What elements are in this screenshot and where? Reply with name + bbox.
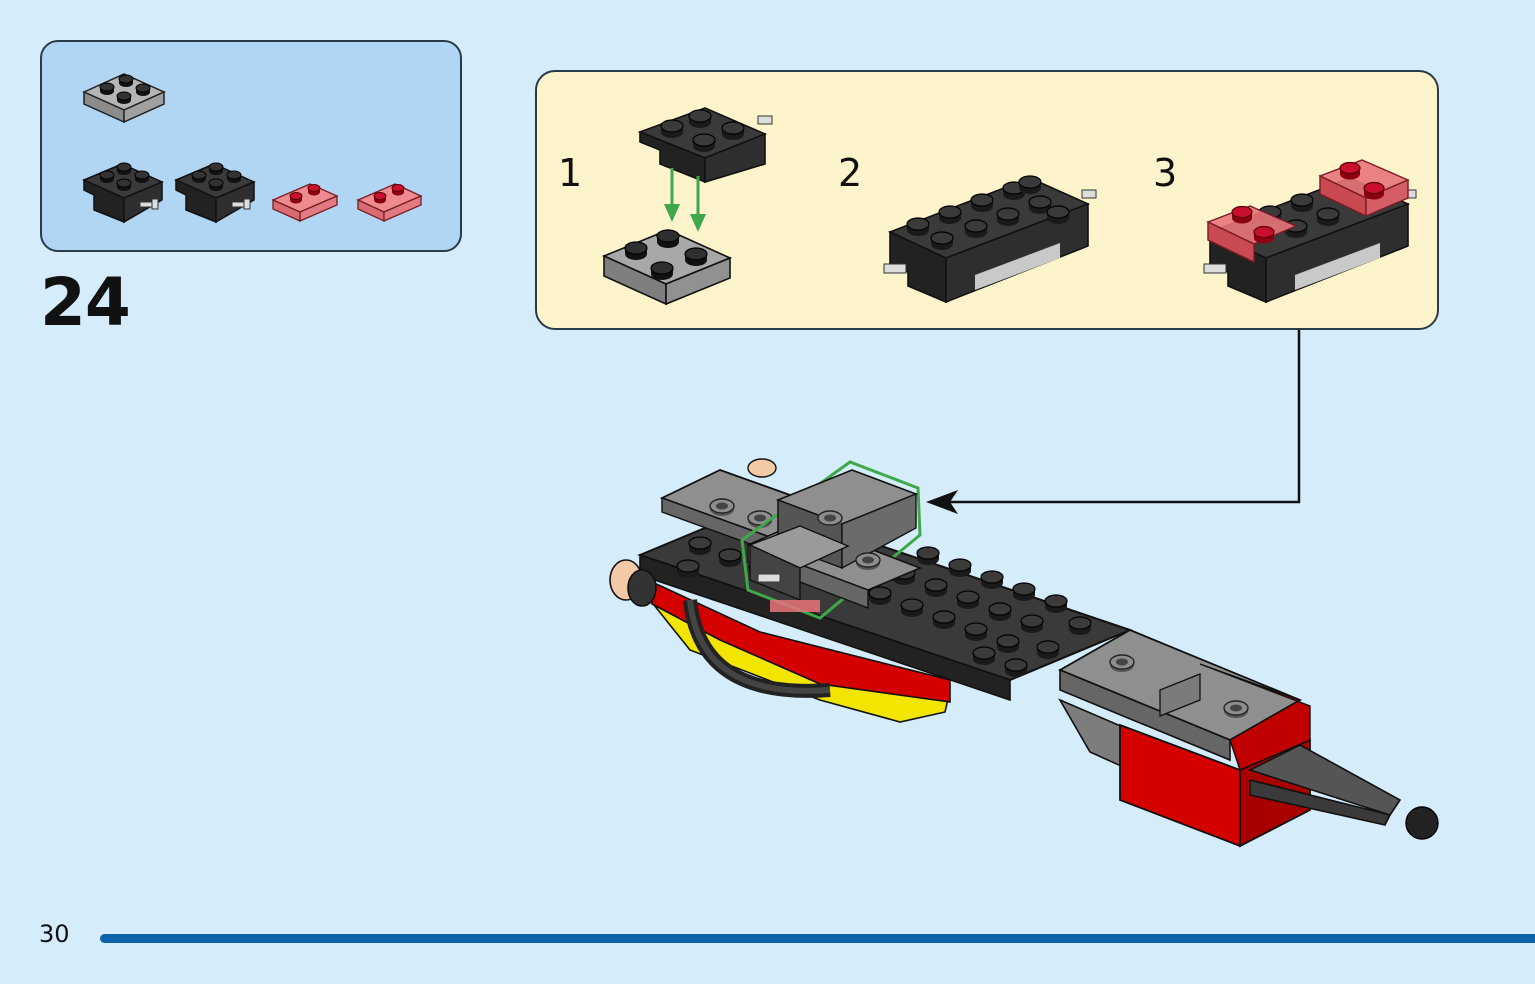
substep-label-1: 1 [558,151,583,195]
step-number: 24 [40,264,131,341]
part-plate-pin-black-1 [82,162,164,224]
main-model [609,458,1439,848]
page-number: 30 [39,920,70,948]
new-subassembly-highlight [740,460,923,620]
substep-3-illustration [1203,159,1417,304]
substep-label-2: 2 [838,151,863,195]
part-plate-2x2-gray [82,73,166,124]
substep-1-illustration [601,107,773,306]
callout-arrow [926,330,1301,514]
part-plate-trans-red-2 [356,183,423,223]
part-plate-pin-black-2 [174,162,256,224]
substep-2-illustration [883,175,1097,304]
substep-label-3: 3 [1153,151,1178,195]
page-progress-bar [100,934,1535,943]
part-plate-trans-red-1 [271,183,339,223]
